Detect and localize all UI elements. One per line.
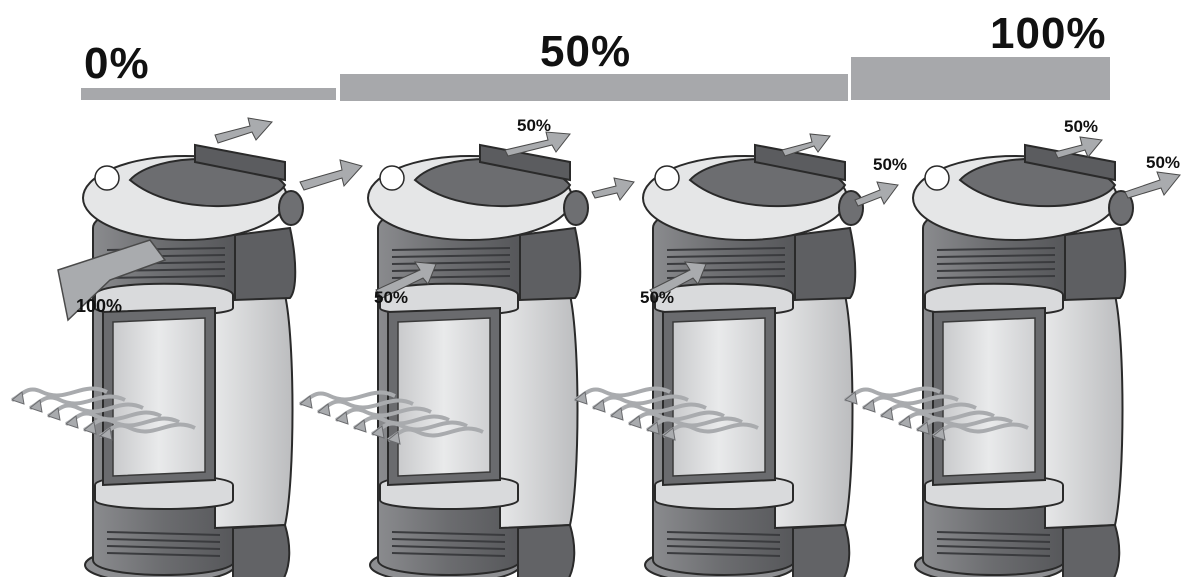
stove-4 <box>912 144 1134 577</box>
stove-3 <box>642 144 864 577</box>
side-arrow-3 <box>854 181 899 207</box>
stove-3-side-label: 50% <box>873 155 907 174</box>
header-bar-0 <box>81 88 336 100</box>
top-arrow-1 <box>214 117 273 144</box>
stove-2-top-label: 50% <box>517 116 551 135</box>
header-label-100: 100% <box>990 9 1107 58</box>
top-arrow-4 <box>1054 136 1103 159</box>
header-bar-50 <box>340 74 848 101</box>
side-arrow-2 <box>591 177 635 201</box>
front-arrow-3 <box>649 261 707 299</box>
front-arrow-2 <box>375 261 437 299</box>
top-arrow-2 <box>504 131 571 157</box>
front-arrow-1 <box>57 239 167 322</box>
stove-2 <box>367 144 589 577</box>
stove-1 <box>82 144 304 577</box>
header-label-50: 50% <box>540 27 632 76</box>
stove-4-side-label: 50% <box>1146 153 1180 172</box>
stove-3-front-label: 50% <box>640 288 674 307</box>
header-label-0: 0% <box>84 39 150 88</box>
stove-4-top-label: 50% <box>1064 117 1098 136</box>
stove-1-front-label: 100% <box>76 296 122 316</box>
stove-2-front-label: 50% <box>374 288 408 307</box>
top-arrow-3 <box>781 133 831 157</box>
header-bar-100 <box>851 57 1110 100</box>
side-arrow-4 <box>1124 171 1181 199</box>
side-arrow-1 <box>299 159 363 191</box>
